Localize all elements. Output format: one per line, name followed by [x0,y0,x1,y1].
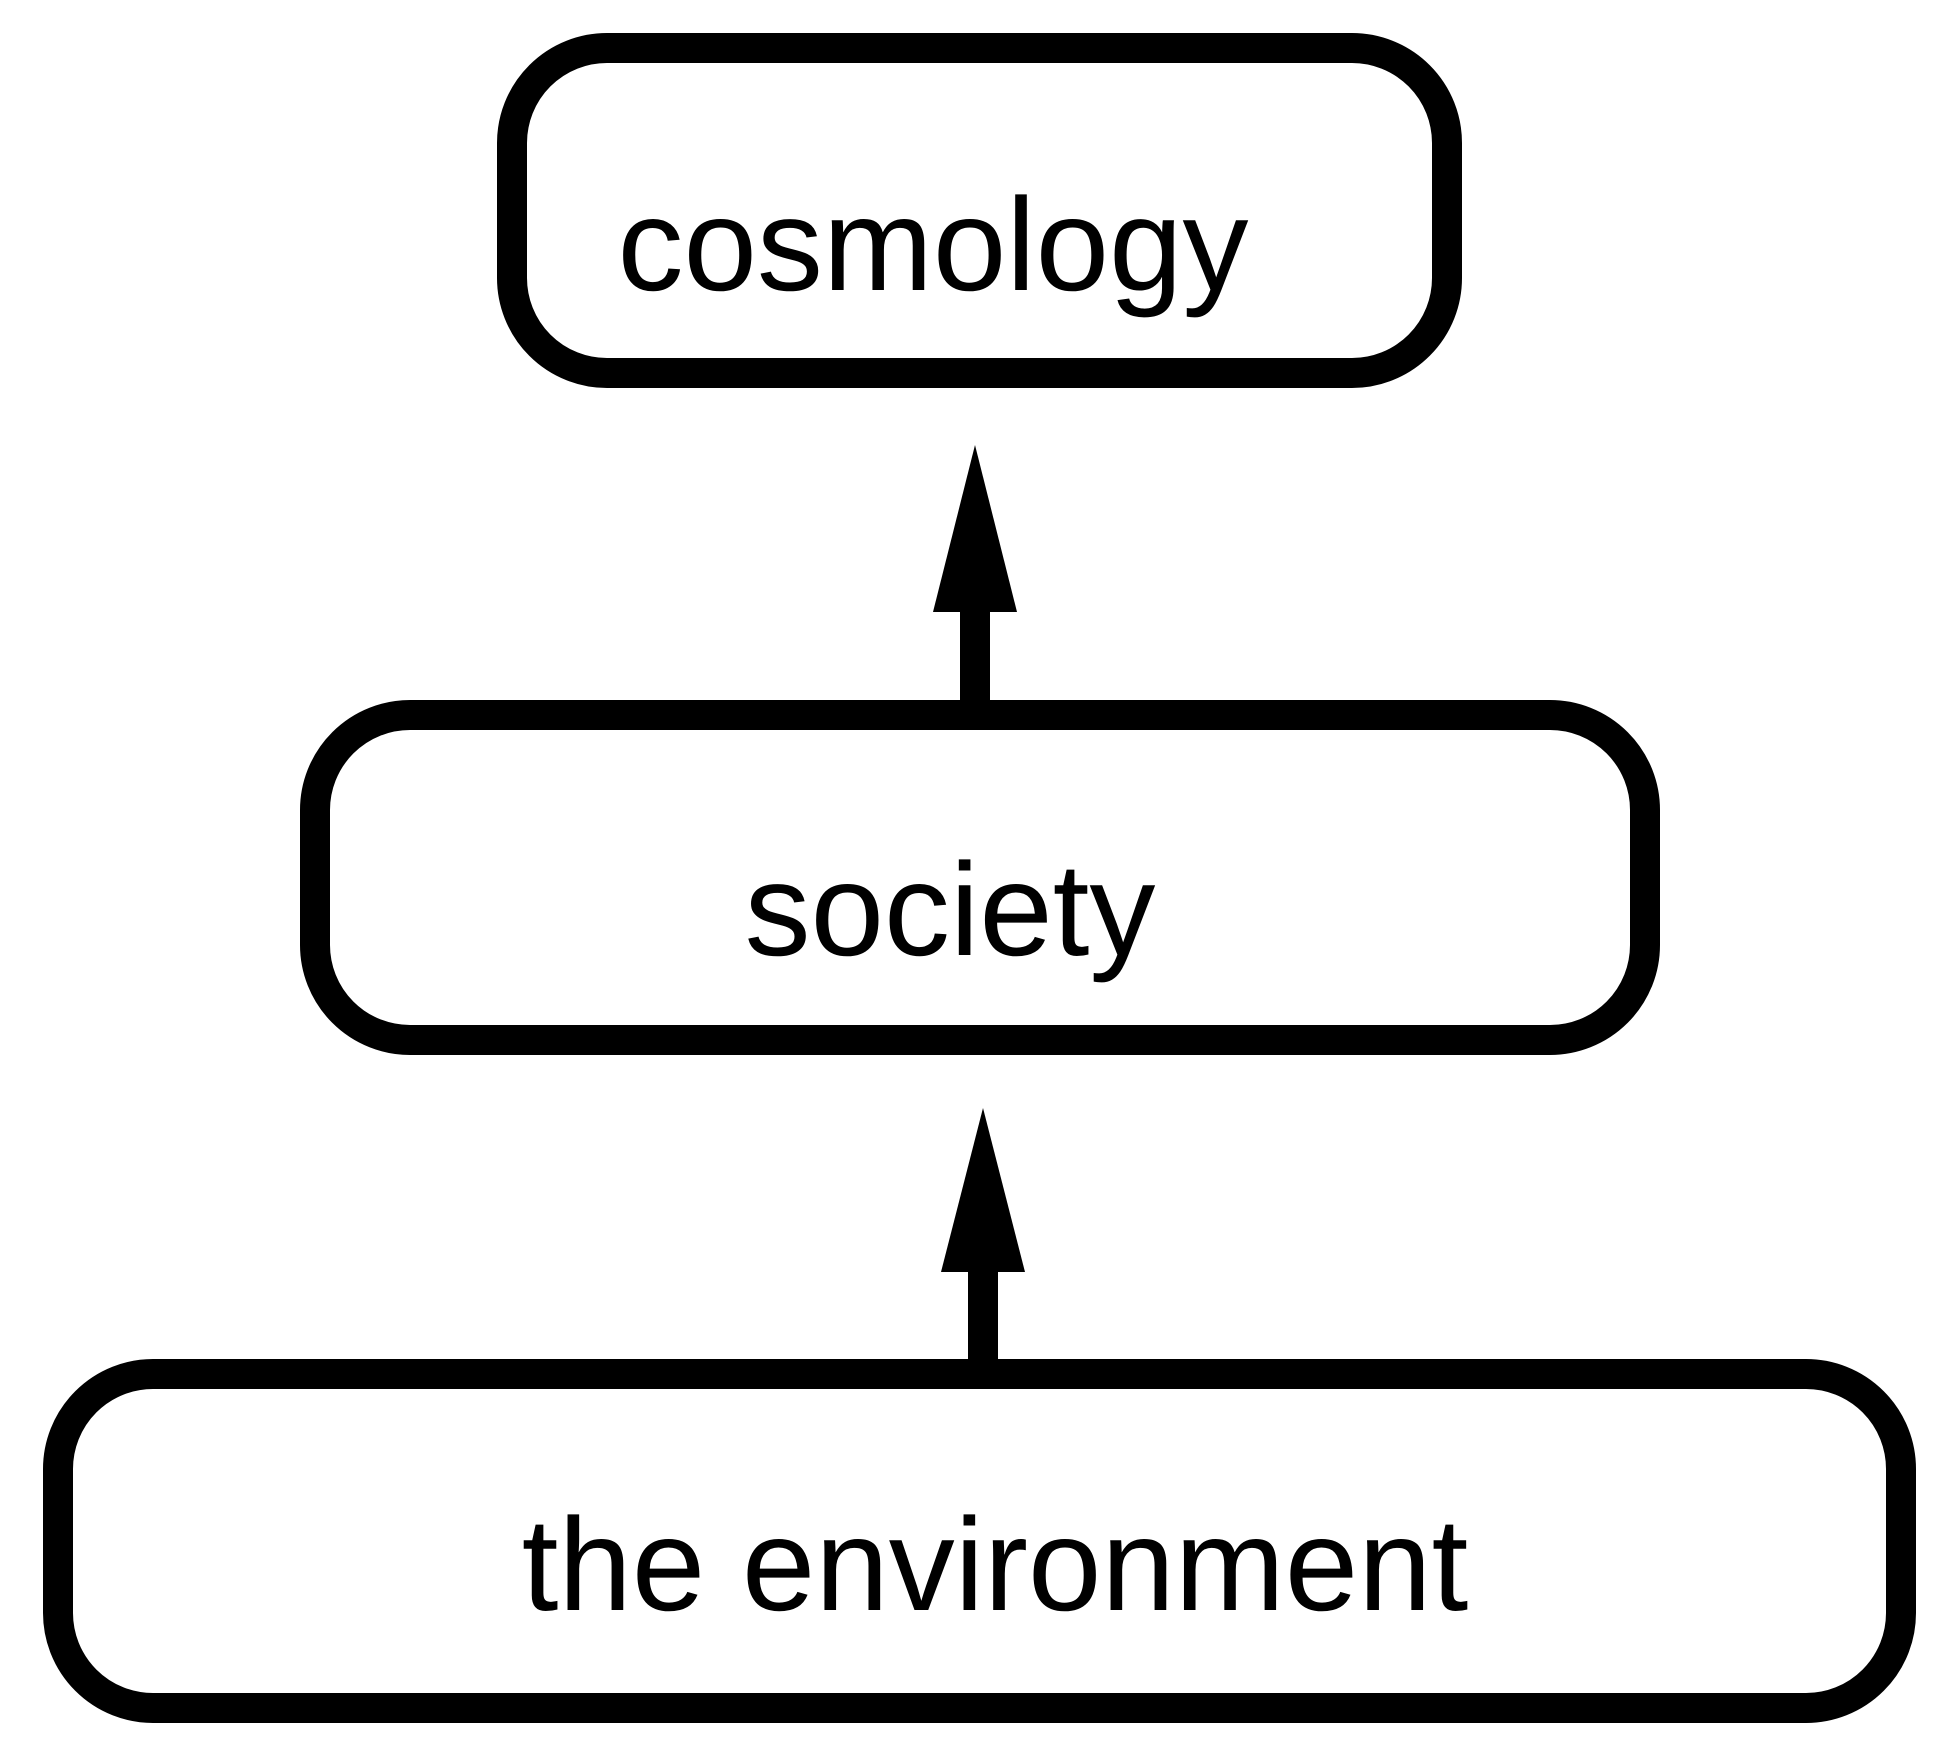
arrow-environment-to-society [941,1108,1025,1362]
node-society-label: society [745,836,1156,983]
node-environment-label: the environment [522,1491,1469,1638]
node-cosmology-box [497,33,1462,388]
node-environment: the environment [43,1359,1916,1723]
node-environment-box [43,1359,1916,1723]
arrow-society-to-cosmology [933,445,1017,700]
node-cosmology-label: cosmology [618,171,1249,318]
node-society-box [300,700,1660,1055]
arrow-head-upper [933,445,1017,612]
node-society: society [300,700,1660,1055]
node-cosmology: cosmology [497,33,1462,388]
arrow-head-lower [941,1108,1025,1272]
